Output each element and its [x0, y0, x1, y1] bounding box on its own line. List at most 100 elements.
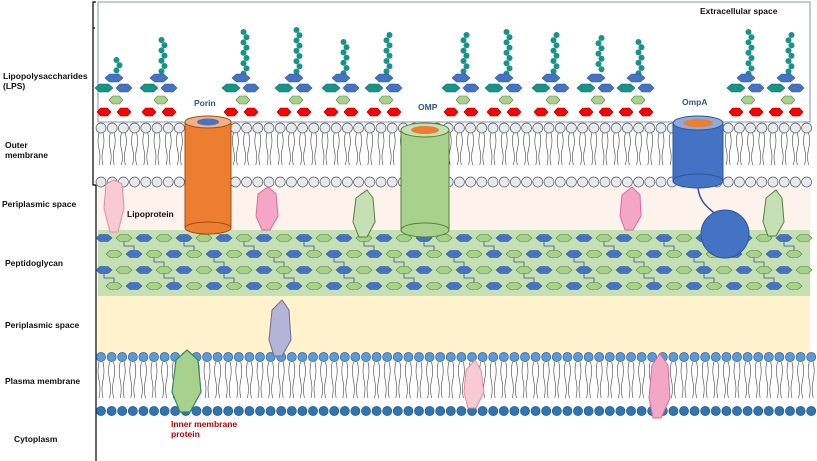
glycan-unit [635, 234, 653, 242]
head-inner-bottom [371, 406, 382, 416]
lps-lipid-red [96, 107, 112, 117]
tail-outer [646, 132, 654, 166]
head-inner-bottom [753, 406, 764, 416]
label-ompa: OmpA [682, 97, 708, 107]
lipoprotein-left [103, 179, 125, 233]
head-inner-bottom [382, 406, 393, 416]
lps-chain-bead [340, 59, 347, 66]
peptide-crosslink [363, 241, 375, 251]
lps-chain-bead [598, 45, 605, 52]
glycan-unit [365, 282, 383, 290]
tail-outer [299, 132, 306, 166]
tail-inner [394, 361, 402, 399]
head-inner-bottom [414, 406, 424, 416]
lps-core-green [630, 95, 646, 105]
tail-inner [150, 361, 158, 399]
tail-outer [635, 132, 642, 166]
lps-molecule [726, 29, 765, 117]
glycan-unit [545, 282, 563, 290]
lps-core-blue2 [597, 83, 615, 93]
head-inner-top [562, 352, 573, 362]
head-inner-bottom [96, 406, 106, 416]
tail-outer [556, 132, 564, 166]
tail-inner [701, 361, 709, 399]
head-inner-top [604, 352, 615, 362]
peptide-crosslink [573, 257, 585, 267]
head-inner-top [265, 352, 276, 362]
lps-chain-bead [116, 62, 123, 69]
lps-chain-bead [506, 55, 513, 61]
lps-lipid-red2 [116, 107, 132, 117]
glycan-unit [375, 266, 393, 274]
lps-chain-bead [463, 42, 470, 49]
head-inner-bottom [785, 406, 795, 416]
tail-outer [657, 132, 665, 166]
glycan-unit [245, 282, 263, 290]
head-inner-top [244, 352, 255, 362]
peptide-crosslink [603, 241, 615, 251]
tail-inner [405, 361, 412, 399]
head-outer-top [734, 122, 745, 134]
head-outer-bottom [767, 176, 779, 188]
head-outer-top [532, 122, 544, 134]
pink-protein-1 [255, 186, 279, 231]
head-inner-top [806, 352, 817, 362]
head-outer-bottom [633, 176, 644, 188]
lps-lipid-red2 [638, 107, 654, 117]
tail-outer [512, 132, 519, 166]
glycan-unit [695, 266, 713, 274]
lps-core-green [378, 95, 394, 105]
tail-inner [108, 361, 115, 399]
head-inner-top [223, 352, 234, 362]
head-outer-bottom [778, 176, 790, 188]
glycan-unit [125, 282, 143, 290]
head-inner-bottom [212, 406, 223, 416]
head-outer-bottom [498, 176, 510, 188]
head-inner-top [541, 352, 552, 362]
tail-outer [108, 132, 116, 166]
tail-outer [377, 132, 385, 166]
lps-core-blue [494, 73, 514, 83]
glycan-unit [275, 234, 293, 242]
head-outer-top [543, 122, 555, 134]
left-brackets [92, 1, 97, 461]
head-inner-top [297, 352, 308, 362]
label-plasma-membrane: Plasma membrane [5, 376, 81, 386]
head-outer-top [230, 122, 241, 134]
lps-lipid-red2 [553, 107, 569, 117]
glycan-unit [735, 266, 753, 274]
lps-lipid-red2 [748, 107, 764, 117]
lps-core-blue2 [552, 83, 570, 93]
lps-chain-bead [745, 29, 752, 35]
label-extracellular: Extracellular space [700, 6, 778, 16]
head-outer-top [498, 122, 510, 134]
glycan-unit [515, 234, 533, 242]
tail-inner [638, 361, 645, 399]
label-lipoprotein: Lipoprotein [127, 209, 174, 219]
tail-outer [478, 132, 486, 166]
head-inner-top [615, 352, 626, 362]
lps-core-green [455, 95, 471, 105]
lps-chain-bead [745, 39, 752, 46]
glycan-unit [665, 250, 683, 258]
glycan-unit [115, 266, 133, 274]
lps-chain-bead [243, 44, 250, 51]
peptide-crosslink [523, 273, 535, 283]
lps-chain-bead [788, 63, 795, 70]
glycan-unit [635, 266, 653, 274]
label-omp: OMP [418, 102, 438, 112]
tail-outer [792, 132, 799, 166]
glycan-unit [765, 250, 783, 258]
glycan-unit [135, 234, 153, 242]
lps-chain-bead [748, 44, 755, 51]
peptide-crosslink [303, 241, 315, 251]
peptide-crosslink [273, 257, 285, 267]
label-outer-membrane: Outer membrane [5, 140, 48, 161]
head-inner-top [636, 352, 647, 362]
head-inner-bottom [795, 406, 806, 416]
head-inner-bottom [583, 406, 594, 416]
lps-core-teal [616, 83, 636, 93]
head-inner-bottom [498, 406, 509, 416]
tail-inner [373, 361, 380, 399]
